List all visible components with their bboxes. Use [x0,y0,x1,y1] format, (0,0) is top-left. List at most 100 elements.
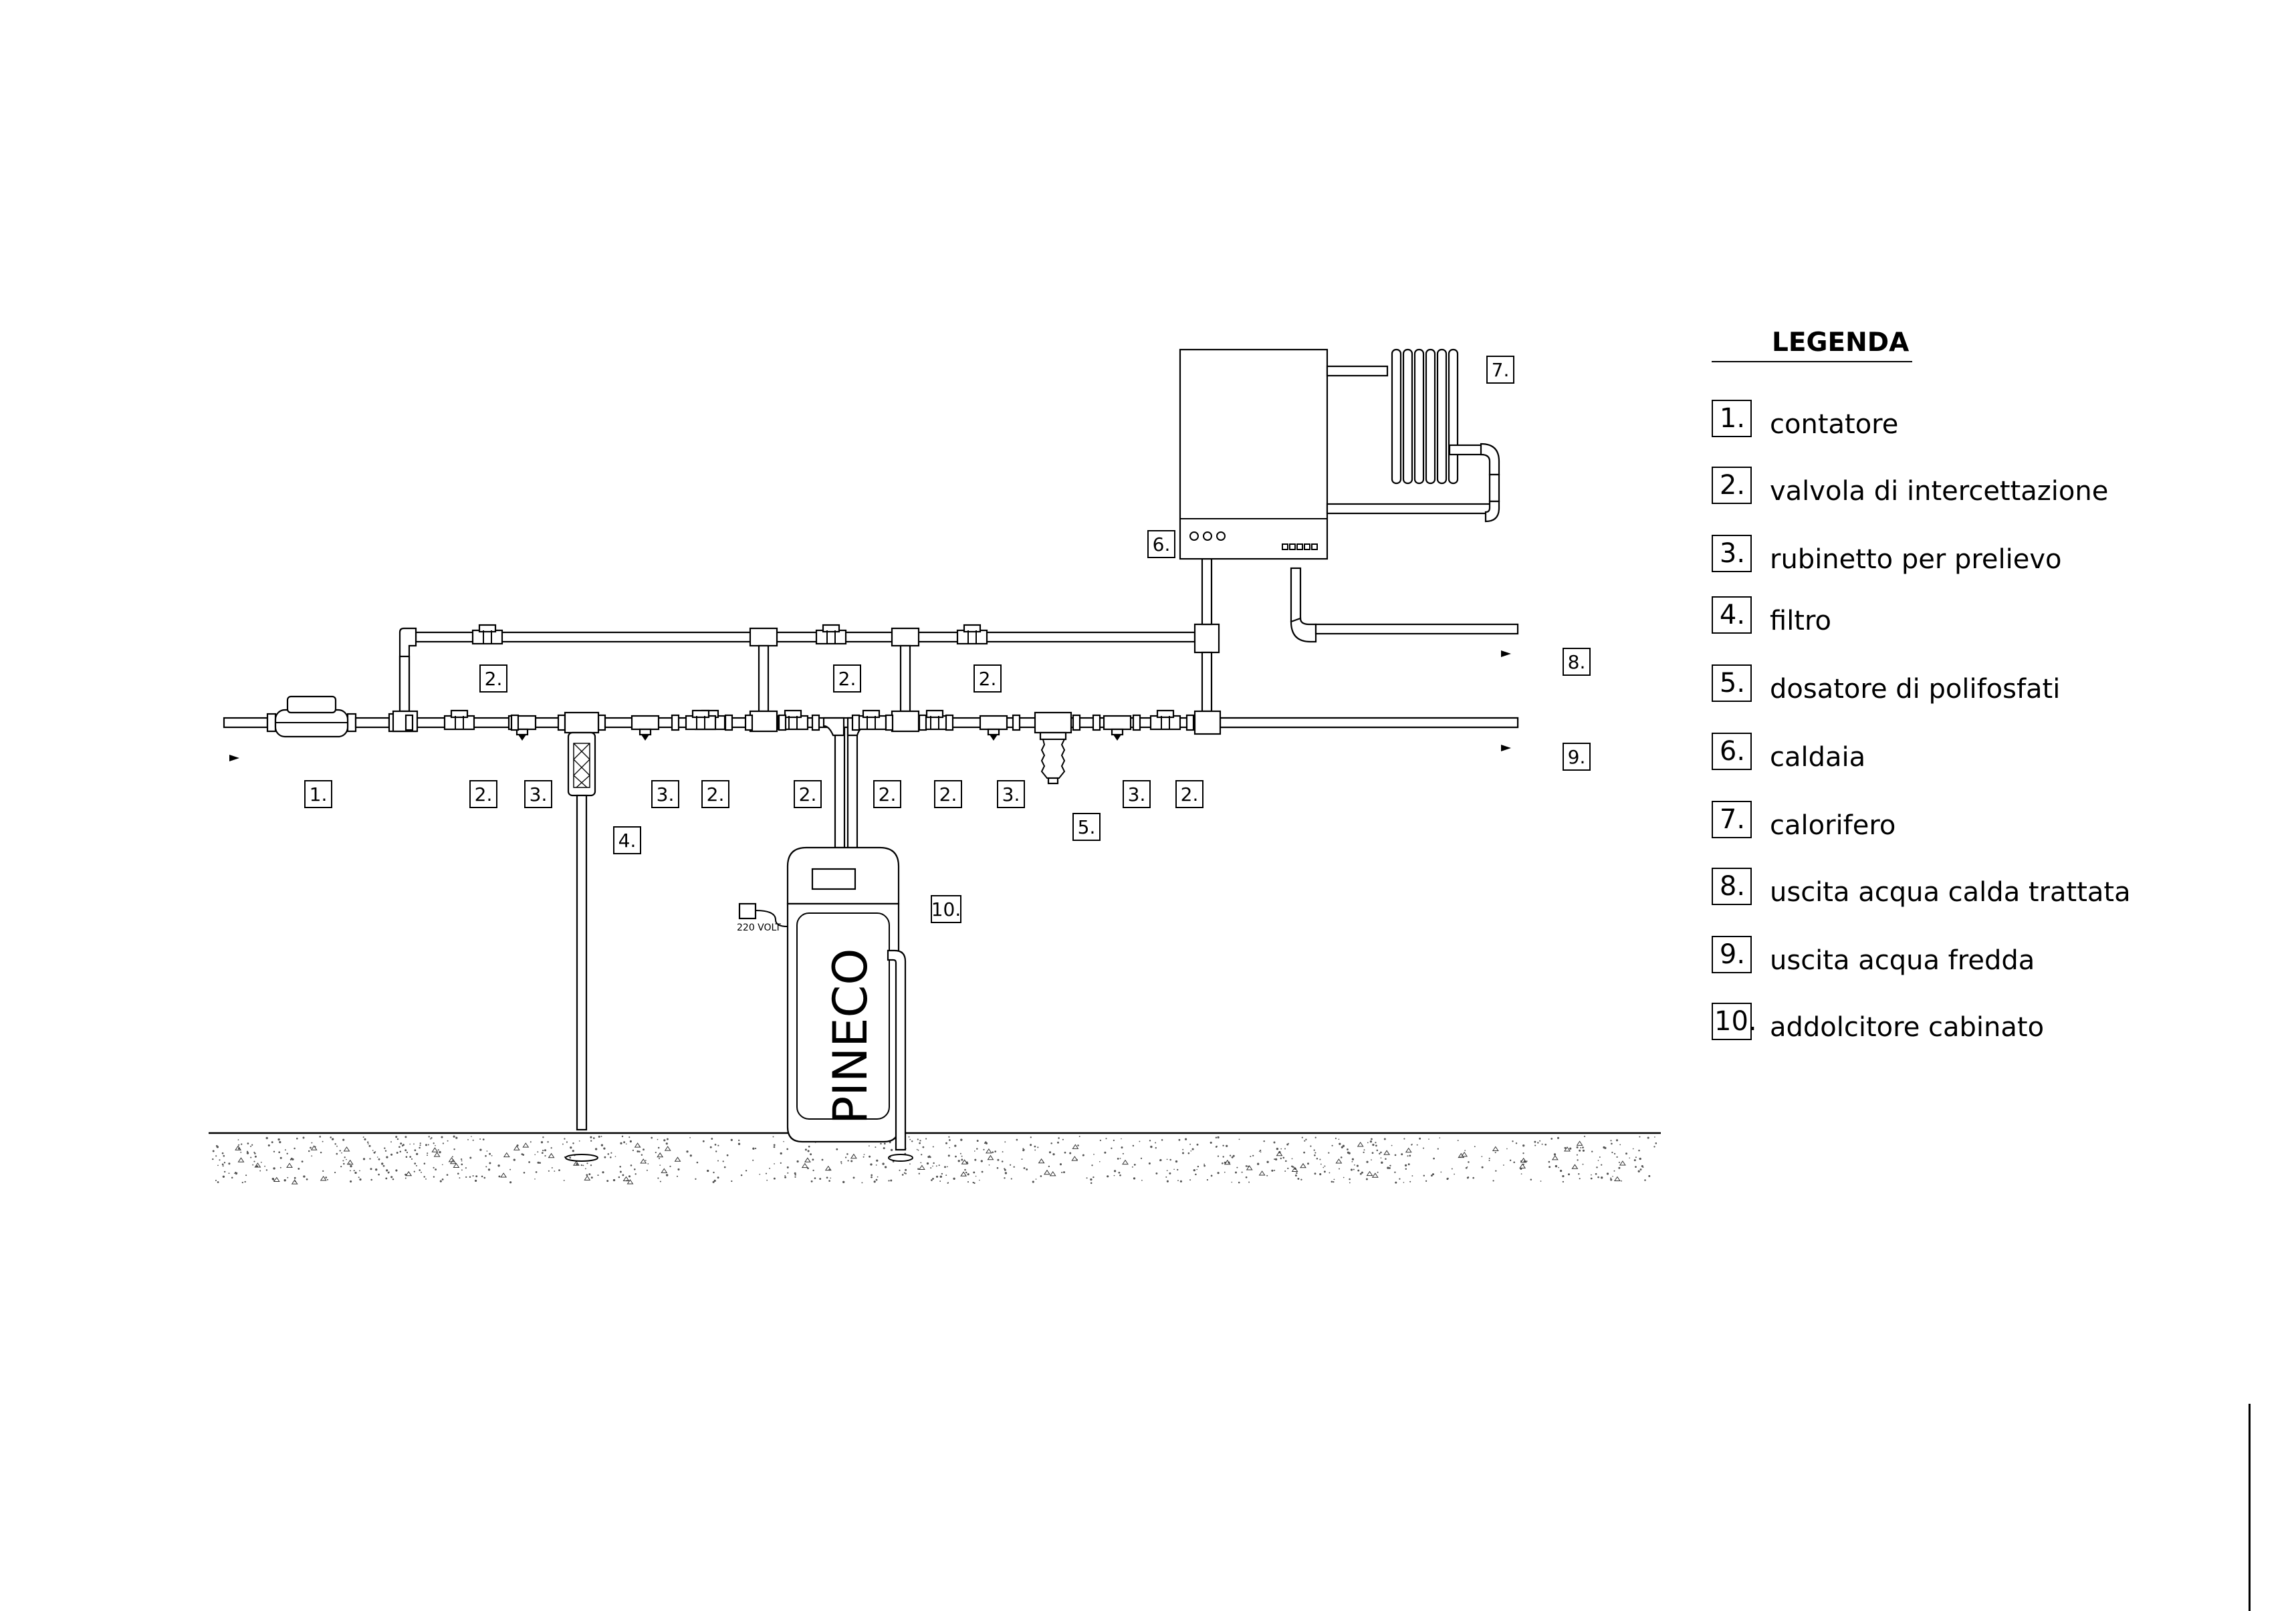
legend-item-label: contatore [1770,409,1899,440]
callout-text: 3. [1128,783,1146,806]
callout-label: 2. [1175,780,1203,808]
callout-label: 2. [973,664,1002,693]
pipe-fitting [1092,714,1101,731]
valves [405,624,1195,741]
legend-title: LEGENDA [1772,328,1910,358]
callout-label: 2. [873,780,901,808]
pipe-fitting [851,714,860,731]
hot-water-outlet [1290,567,1519,657]
shutoff-valve [1149,709,1181,731]
pipe-fitting [1185,714,1195,731]
legend-item-number: 3. [1712,535,1752,572]
radiator-fin [1436,348,1448,485]
pipe-fitting [405,714,414,731]
device-brand: PINECO [823,949,878,1124]
callout-text: 6. [1153,533,1171,555]
radiator-fin [1413,348,1425,485]
callout-label: 2. [833,664,861,693]
sampling-tap [979,715,1008,741]
radiator-fin [1425,348,1436,485]
voltage-label: 220 VOLT [737,922,781,933]
shutoff-valve [471,624,503,645]
filter [564,711,600,1162]
callout-text: 9. [1568,746,1586,768]
pipe-fitting [778,714,787,731]
callout-text: 2. [838,668,856,690]
radiator [1326,348,1500,523]
shutoff-valve [855,709,887,731]
callout-label: 2. [701,780,729,808]
polyphosphate-doser [1034,711,1072,785]
callouts: 1.2.2.2.2.2.2.2.2.2.3.3.3.3.4.5.6.7.8.9.… [304,356,1591,923]
callout-label: 2. [469,780,497,808]
callout-text: 2. [979,668,997,690]
pipe-fitting [811,714,820,731]
pipe-fitting [918,714,927,731]
water-meter [274,695,349,738]
pipe-fitting [671,714,680,731]
callout-label: 2. [479,664,507,693]
callout-text: 2. [879,783,897,806]
flow-arrow-hot [1501,650,1511,657]
callout-label: 3. [524,780,552,808]
legend-item-label: uscita acqua calda trattata [1770,877,2131,908]
pipe-fitting [597,714,606,731]
radiator-fin [1391,348,1402,485]
callout-label: 2. [934,780,962,808]
callout-text: 2. [939,783,957,806]
legend-item-number: 1. [1712,400,1752,437]
legend-item-label: uscita acqua fredda [1770,945,2035,976]
pipe-fitting [510,714,520,731]
pipe-fitting [744,714,754,731]
legend-title-underline [1712,361,1912,362]
callout-label: 9. [1563,743,1591,771]
pipe-fitting [724,714,733,731]
callout-label: 2. [794,780,822,808]
legend-item-number: 5. [1712,664,1752,702]
boiler [1179,348,1329,560]
legend-item-label: caldaia [1770,742,1866,773]
callout-text: 10. [931,898,961,920]
legend-item-label: valvola di intercettazione [1770,476,2109,507]
shutoff-valve [443,709,475,731]
callout-text: 5. [1078,816,1096,838]
legend-item-number: 8. [1712,868,1752,905]
legend-item-label: addolcitore cabinato [1770,1012,2045,1043]
page-border-line [2249,1404,2251,1611]
shutoff-valve [919,709,951,731]
callout-label: 7. [1486,356,1514,384]
pipe-fitting [1012,714,1021,731]
ground [209,1132,1661,1185]
callout-label: 3. [651,780,679,808]
flow-arrow-inlet [229,755,239,761]
pipe-fitting [885,714,894,731]
callout-text: 7. [1492,359,1510,381]
callout-label: 6. [1147,530,1175,558]
legend-item-label: filtro [1770,606,1832,636]
callout-text: 3. [1002,783,1020,806]
legend-item-label: rubinetto per prelievo [1770,544,2062,575]
legend-item-number: 2. [1712,467,1752,504]
callout-label: 1. [304,780,332,808]
callout-label: 4. [613,826,641,854]
callout-label: 5. [1072,813,1101,841]
callout-text: 2. [475,783,493,806]
legend-item-number: 9. [1712,936,1752,973]
flow-arrow-cold [1501,745,1511,751]
callout-text: 3. [530,783,548,806]
callout-text: 2. [799,783,817,806]
callout-label: 10. [931,895,961,923]
callout-label: 3. [1123,780,1151,808]
callout-text: 4. [618,830,637,852]
callout-text: 2. [707,783,725,806]
callout-text: 1. [310,783,328,806]
sampling-tap [630,715,660,741]
legend-item-label: dosatore di polifosfati [1770,674,2061,705]
legend-item-label: calorifero [1770,810,1896,841]
softener-cabinet: PINECO 220 VOLT [737,846,913,1162]
callout-text: 2. [485,668,503,690]
pipe-fitting [557,714,566,731]
radiator-fin [1448,348,1459,485]
radiator-fin [1402,348,1413,485]
